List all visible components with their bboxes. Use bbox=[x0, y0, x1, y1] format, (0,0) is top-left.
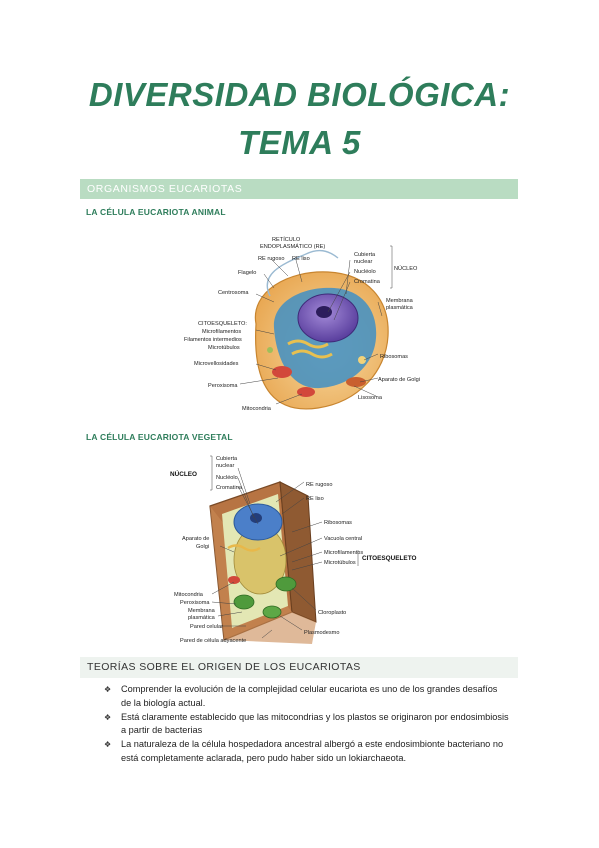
veg-label-cloroplasto: Cloroplasto bbox=[318, 610, 346, 616]
label-re-liso: RE liso bbox=[292, 256, 310, 262]
label-nuclear: nuclear bbox=[354, 259, 372, 265]
label-centrosoma: Centrosoma bbox=[218, 290, 249, 296]
veg-label-re-rugoso: RE rugoso bbox=[306, 482, 332, 488]
bullet-list: ❖ Comprender la evolución de la compleji… bbox=[104, 683, 509, 766]
label-re-rugoso: RE rugoso bbox=[258, 256, 284, 262]
page-title-line2: TEMA 5 bbox=[238, 124, 361, 161]
label-filamentos-intermedios: Filamentos intermedios bbox=[184, 337, 242, 343]
list-item-text: La naturaleza de la célula hospedadora a… bbox=[121, 739, 504, 763]
veg-label-vacuola: Vacuola central bbox=[324, 536, 362, 542]
veg-label-pared: Pared celular bbox=[190, 624, 223, 630]
label-citoesqueleto: CITOESQUELETO: bbox=[198, 321, 247, 327]
section-heading: ORGANISMOS EUCARIOTAS bbox=[87, 183, 243, 195]
list-item: ❖ Está claramente establecido que las mi… bbox=[104, 711, 509, 739]
vegetal-cell-subtitle: LA CÉLULA EUCARIOTA VEGETAL bbox=[86, 432, 233, 442]
veg-label-cubierta: Cubierta bbox=[216, 456, 238, 462]
veg-label-ribosomas: Ribosomas bbox=[324, 520, 352, 526]
diamond-bullet-icon: ❖ bbox=[104, 740, 112, 750]
veg-label-plasmodesmo: Plasmodesmo bbox=[304, 630, 339, 636]
animal-cell-body bbox=[254, 249, 389, 410]
label-reticulo: RETÍCULO bbox=[272, 236, 301, 243]
plant-cell-body bbox=[209, 481, 317, 644]
veg-label-nuclear: nuclear bbox=[216, 463, 234, 469]
list-item: ❖ Comprender la evolución de la compleji… bbox=[104, 683, 509, 711]
label-aparato-golgi: Aparato de Golgi bbox=[378, 377, 420, 383]
plant-cell-diagram: NÚCLEO Cubierta nuclear Nucléolo Cromati… bbox=[170, 455, 416, 644]
veg-label-microfilamentos: Microfilamentos bbox=[324, 550, 363, 556]
veg-label-citoesqueleto: CITOESQUELETO bbox=[362, 555, 416, 562]
label-ribosomas: Ribosomas bbox=[380, 354, 408, 360]
label-endoplasmatico: ENDOPLASMÁTICO (RE) bbox=[260, 243, 325, 250]
diamond-bullet-icon: ❖ bbox=[104, 712, 112, 722]
label-mitocondria: Mitocondria bbox=[242, 406, 272, 412]
veg-label-peroxisoma: Peroxisoma bbox=[180, 600, 210, 606]
diamond-bullet-icon: ❖ bbox=[104, 685, 112, 694]
label-flagelo: Flagelo bbox=[238, 270, 256, 276]
label-nucleo: NÚCLEO bbox=[394, 265, 418, 272]
veg-label-microtubulos: Microtúbulos bbox=[324, 560, 356, 566]
veg-label-membrana-2: plasmática bbox=[188, 615, 216, 621]
label-microvellosidades: Microvellosidades bbox=[194, 361, 239, 367]
page-title-line1: DIVERSIDAD BIOLÓGICA: bbox=[88, 76, 511, 113]
veg-label-mitocondria: Mitocondria bbox=[174, 592, 204, 598]
animal-cell-diagram: RETÍCULO ENDOPLASMÁTICO (RE) RE rugoso R… bbox=[184, 236, 420, 412]
list-item-text: Está claramente establecido que las mito… bbox=[121, 711, 509, 736]
veg-label-membrana-1: Membrana bbox=[188, 608, 216, 614]
label-plasmatica: plasmática bbox=[386, 305, 414, 311]
veg-label-cromatina: Cromatina bbox=[216, 485, 243, 491]
veg-label-aparato-1: Aparato de bbox=[182, 536, 209, 542]
label-peroxisoma: Peroxisoma bbox=[208, 383, 238, 389]
veg-label-re-liso: RE liso bbox=[306, 496, 324, 502]
animal-cell-subtitle: LA CÉLULA EUCARIOTA ANIMAL bbox=[86, 207, 226, 217]
label-cubierta: Cubierta bbox=[354, 252, 376, 258]
veg-label-pared-adyacente: Pared de célula adyacente bbox=[180, 638, 246, 644]
veg-label-nucleolo: Nucléolo bbox=[216, 475, 238, 481]
section-heading-band: ORGANISMOS EUCARIOTAS bbox=[80, 179, 518, 199]
section2-heading: TEORÍAS SOBRE EL ORIGEN DE LOS EUCARIOTA… bbox=[87, 661, 361, 673]
list-item-text: Comprender la evolución de la complejida… bbox=[121, 684, 498, 708]
label-membrana: Membrana bbox=[386, 298, 414, 304]
veg-label-nucleo: NÚCLEO bbox=[170, 469, 197, 478]
label-cromatina: Cromatina bbox=[354, 279, 381, 285]
list-item: ❖ La naturaleza de la célula hospedadora… bbox=[104, 738, 509, 766]
label-microfilamentos: Microfilamentos bbox=[202, 329, 241, 335]
label-microtubulos: Microtúbulos bbox=[208, 345, 240, 351]
label-lisosoma: Lisosoma bbox=[358, 395, 383, 401]
section2-heading-band: TEORÍAS SOBRE EL ORIGEN DE LOS EUCARIOTA… bbox=[80, 657, 518, 678]
label-nucleolo: Nucléolo bbox=[354, 269, 376, 275]
veg-label-aparato-2: Golgi bbox=[196, 544, 209, 550]
